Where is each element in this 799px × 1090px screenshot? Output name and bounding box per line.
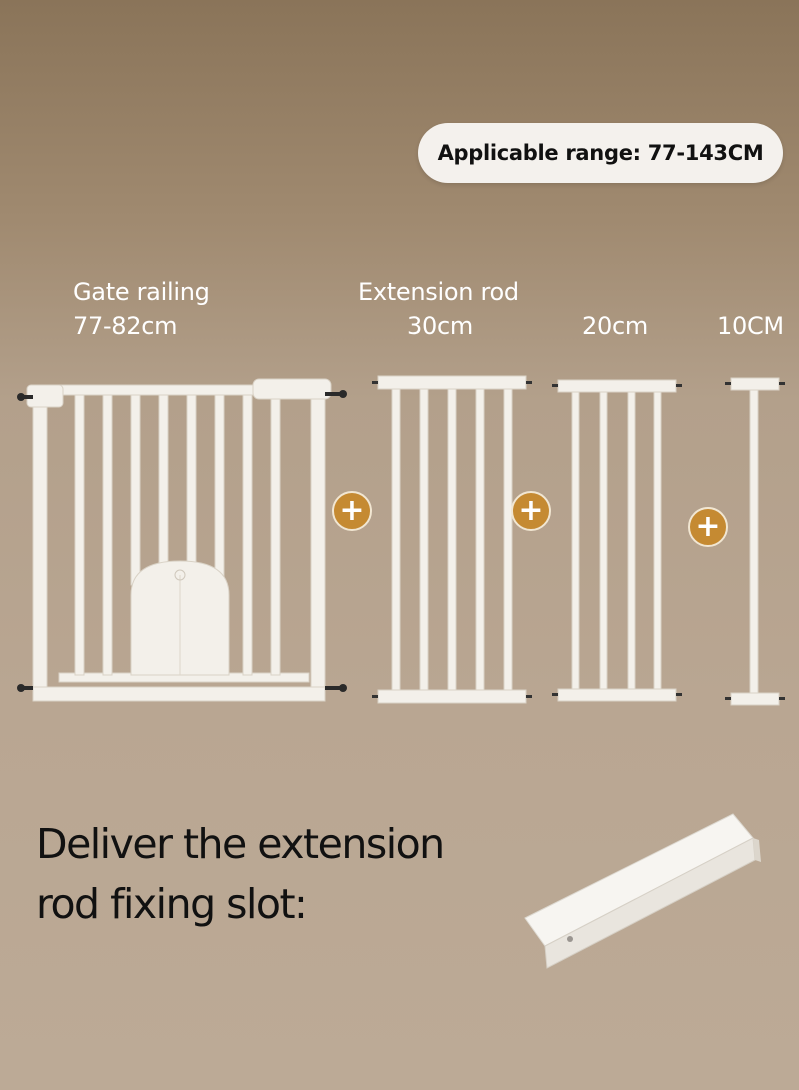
applicable-range-text: Applicable range: 77-143CM bbox=[437, 141, 764, 165]
extension-rod-name: Extension rod bbox=[358, 278, 519, 306]
fixing-slot-illustration bbox=[524, 813, 761, 969]
extension-10cm-illustration bbox=[725, 377, 785, 706]
applicable-range-badge: Applicable range: 77-143CM bbox=[418, 123, 783, 183]
plus-icon-1: + bbox=[332, 491, 372, 531]
plus-icon-3: + bbox=[688, 507, 728, 547]
extension-30-size: 30cm bbox=[407, 312, 473, 340]
extension-30cm-illustration bbox=[372, 375, 532, 704]
gate-railing-name: Gate railing bbox=[73, 278, 210, 306]
extension-10-size: 10CM bbox=[717, 312, 784, 340]
gate-railing-size: 77-82cm bbox=[73, 312, 178, 340]
delivery-caption: Deliver the extension rod fixing slot: bbox=[36, 820, 445, 928]
gate-illustration bbox=[17, 378, 347, 702]
extension-20cm-illustration bbox=[552, 379, 682, 702]
plus-icon-2: + bbox=[511, 491, 551, 531]
extension-20-size: 20cm bbox=[582, 312, 648, 340]
